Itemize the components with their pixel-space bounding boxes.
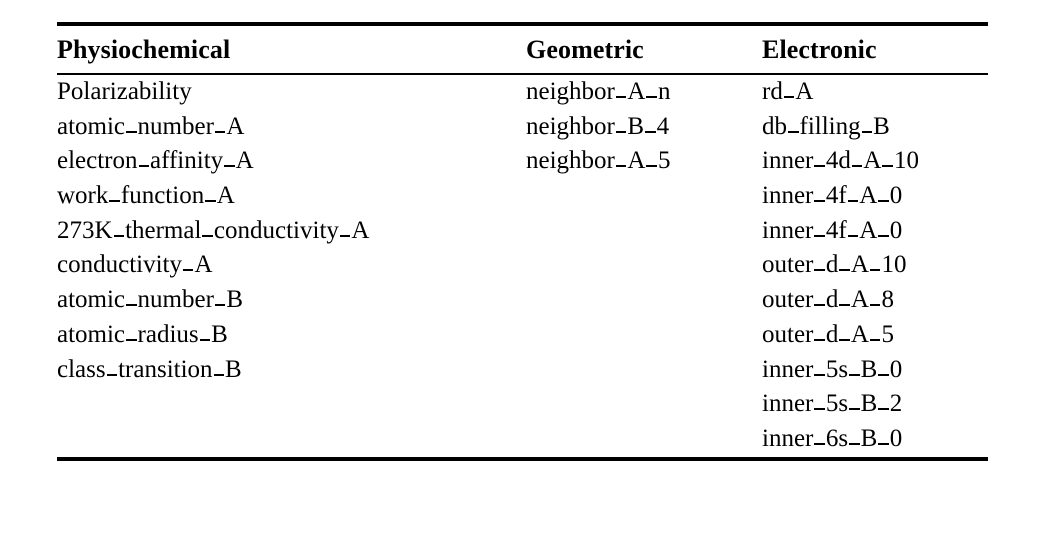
table-header-rule <box>57 73 988 75</box>
feature-item: Polarizability <box>57 78 192 105</box>
table-header-row: Physiochemical Geometric Electronic <box>57 26 988 73</box>
column-header-physiochemical: Physiochemical <box>57 35 231 64</box>
column-header-electronic: Electronic <box>762 35 877 64</box>
table-bottom-rule <box>57 456 988 461</box>
column-header-geometric: Geometric <box>526 35 644 64</box>
table-top-rule <box>57 22 988 26</box>
feature-table-container: Physiochemical Geometric Electronic Pola… <box>57 22 988 461</box>
feature-table: Physiochemical Geometric Electronic <box>57 26 988 73</box>
